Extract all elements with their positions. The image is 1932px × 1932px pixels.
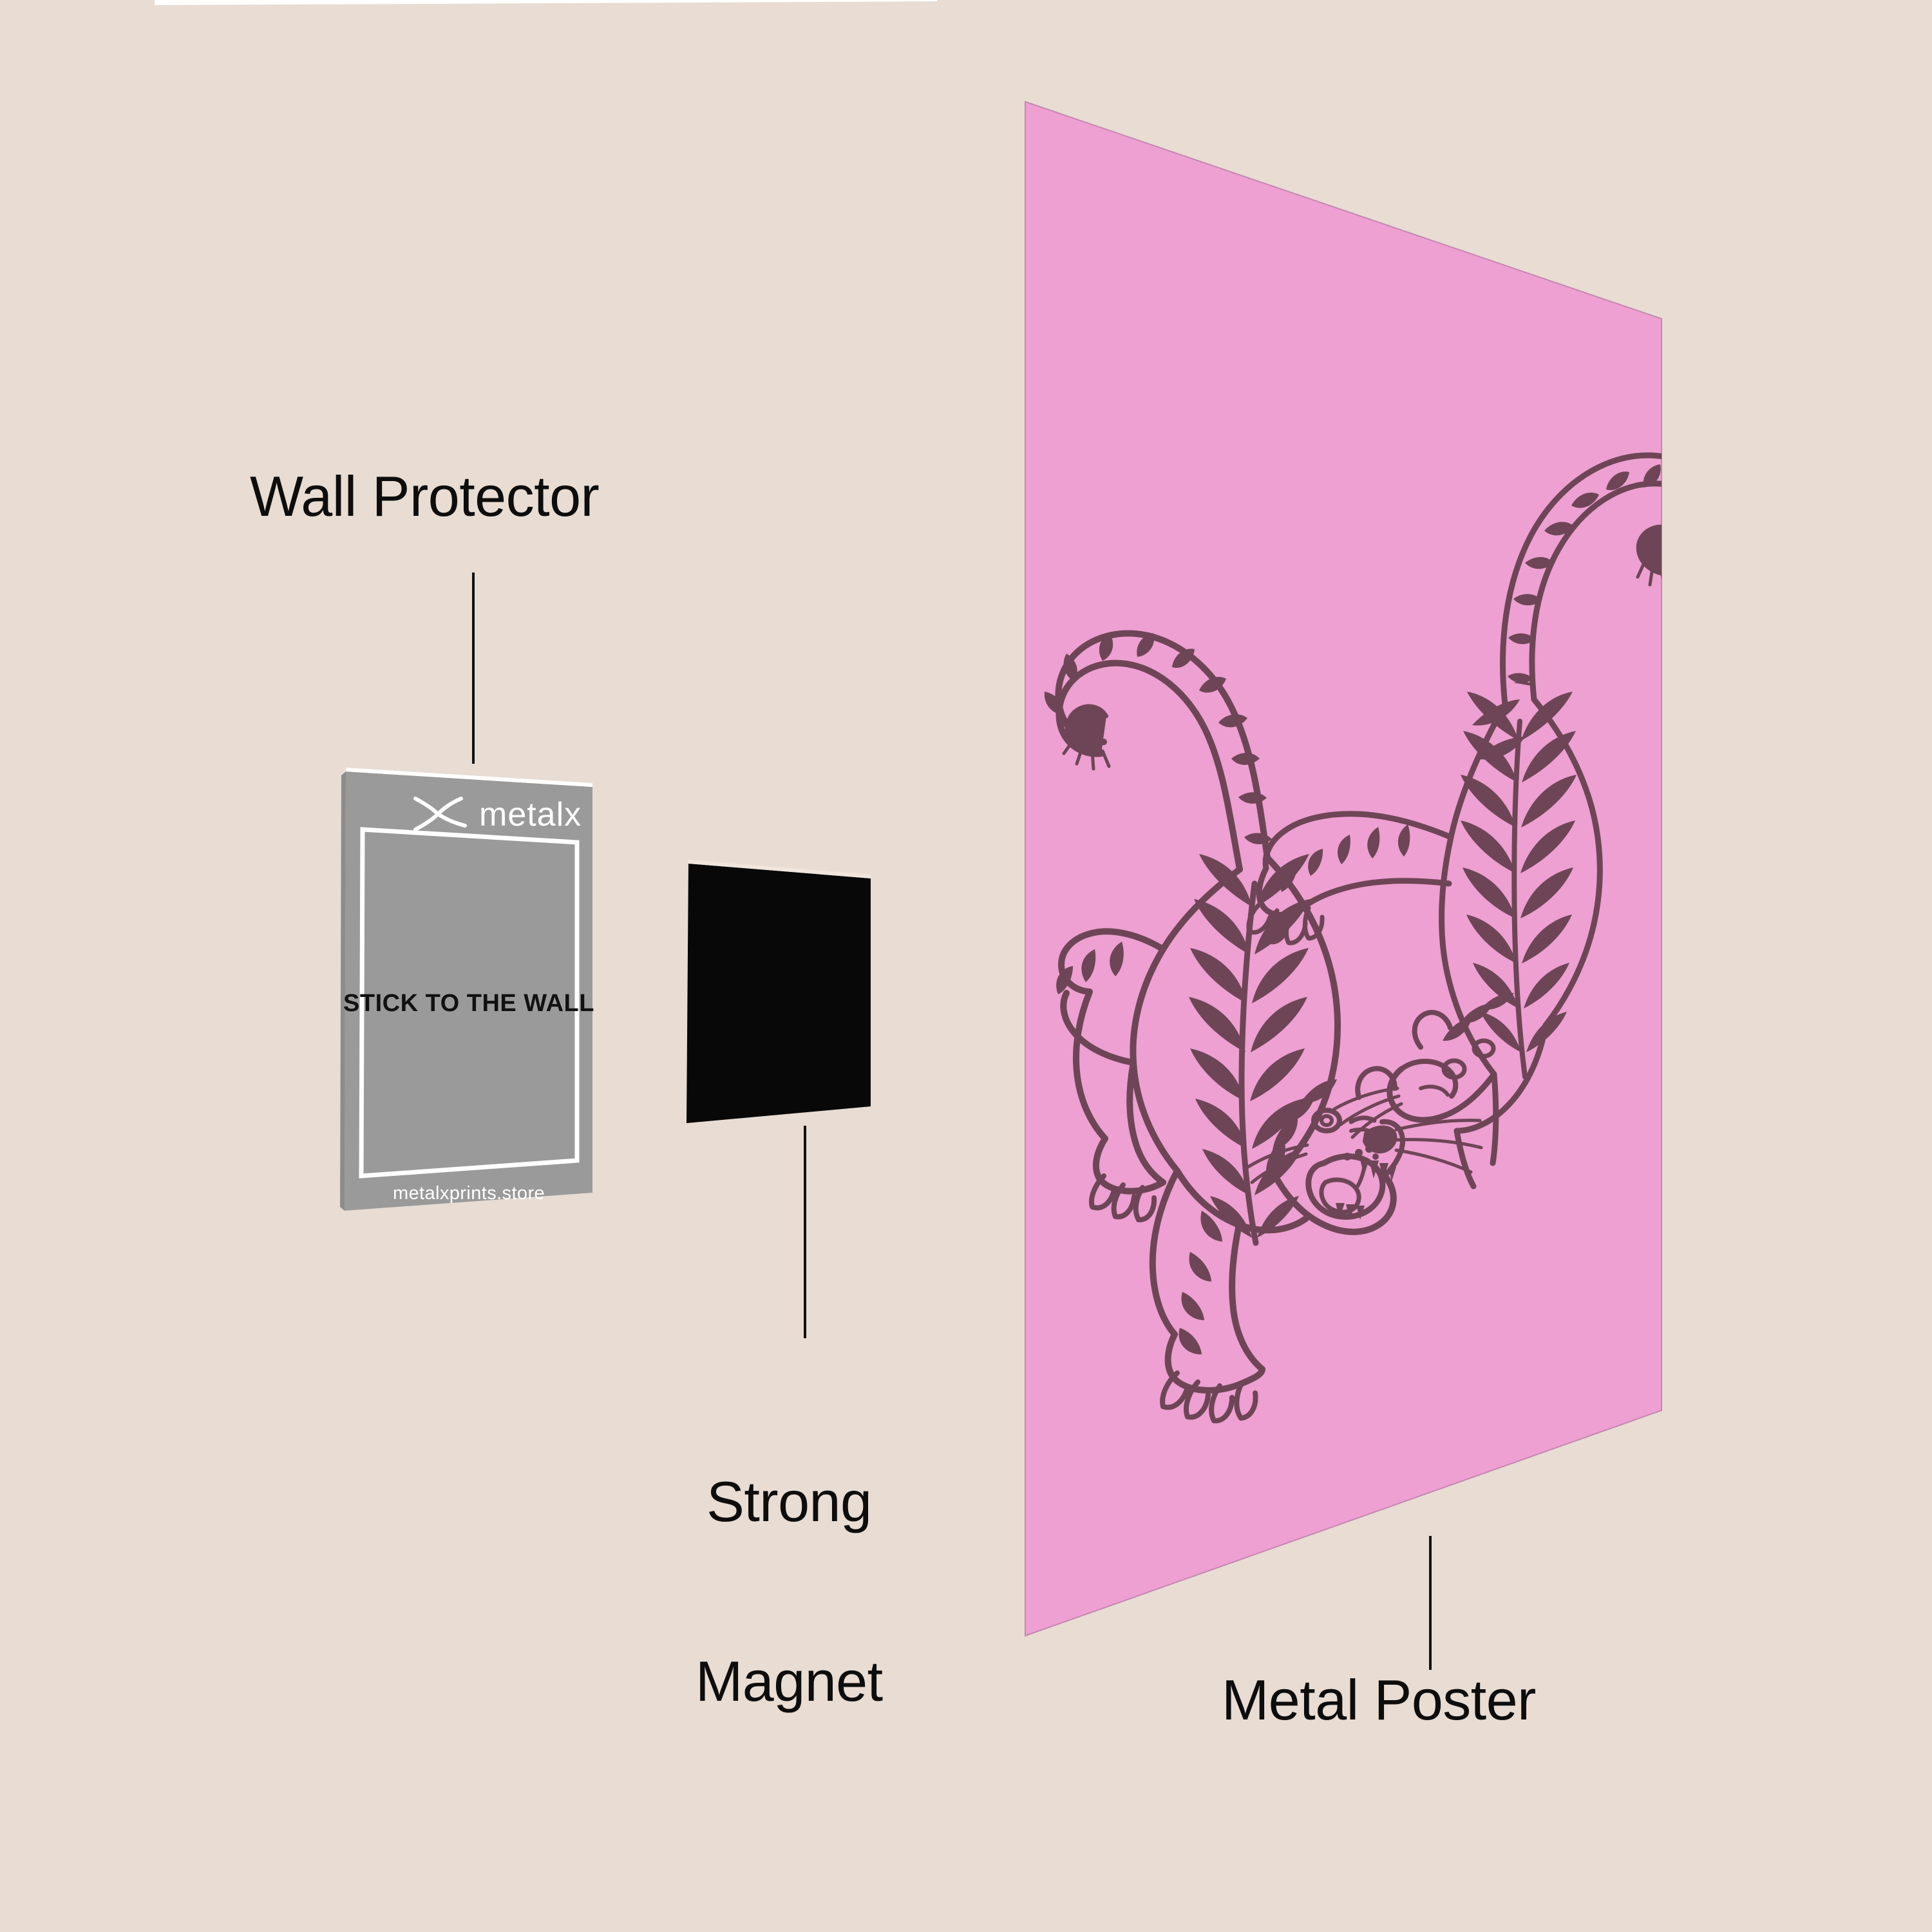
magnet-top-edge	[688, 860, 871, 878]
leader-line-strong-magnet	[804, 1126, 806, 1338]
label-wall-protector: Wall Protector	[250, 464, 600, 528]
wall-protector-headline: STICK TO THE WALL	[343, 990, 594, 1017]
poster-artwork	[1044, 452, 1662, 1424]
magnet-surface[interactable]	[687, 864, 871, 1123]
wall-protector-website: metalxprints.store	[393, 1183, 545, 1204]
label-metal-poster: Metal Poster	[1222, 1668, 1536, 1732]
label-strong-magnet-line1: Strong	[706, 1469, 872, 1533]
wall-protector-top-highlight	[346, 768, 592, 787]
wall-protector-inner-border	[359, 827, 580, 1179]
leader-line-wall-protector	[472, 573, 475, 764]
label-strong-magnet: Strong Magnet	[696, 1351, 883, 1832]
wall-protector-surface[interactable]	[345, 772, 592, 1211]
leader-line-metal-poster	[1429, 1536, 1432, 1670]
label-strong-magnet-line2: Magnet	[696, 1649, 883, 1714]
tiger-lower	[1044, 630, 1483, 1424]
poster-surface[interactable]	[1025, 100, 1662, 1637]
metalx-x-icon	[413, 797, 467, 831]
brand-wordmark: metalx	[479, 796, 582, 833]
tiger-upper	[1246, 452, 1662, 1189]
wall-protector-left-edge	[340, 772, 346, 1211]
